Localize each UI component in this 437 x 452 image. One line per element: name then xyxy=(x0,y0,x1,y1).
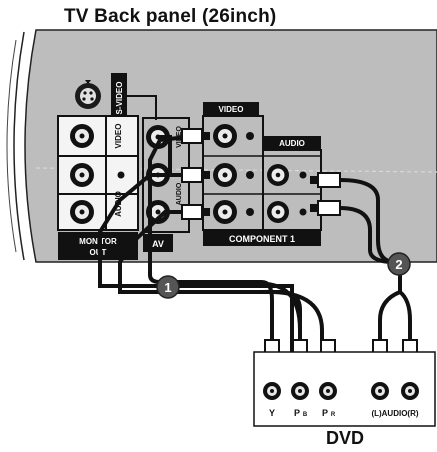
dvd-audio-r-jack xyxy=(401,382,419,400)
svideo-label-box xyxy=(111,73,127,123)
step-badge-2-number: 2 xyxy=(395,257,402,272)
dvd-audio-l-jack xyxy=(371,382,389,400)
dvd-pr-jack xyxy=(319,382,337,400)
component-audio-r-jack xyxy=(267,201,289,223)
monitor-video-label: VIDEO xyxy=(114,124,123,149)
component-block: VIDEO AUDIO xyxy=(202,102,322,246)
step-badge-2: 2 xyxy=(387,252,411,276)
monitor-audio-l-jack xyxy=(70,163,94,187)
av-audio-label: AUDIO xyxy=(176,182,183,205)
svideo-port xyxy=(75,80,101,109)
step-badge-1: 1 xyxy=(156,275,180,299)
dvd-pr-label: P xyxy=(322,408,328,418)
diagram-title: TV Back panel (26inch) xyxy=(64,6,277,27)
component-audio-l-jack xyxy=(267,164,289,186)
dvd-title: DVD xyxy=(326,428,365,448)
component-video-plugs xyxy=(181,128,210,220)
svideo-label: S-VIDEO xyxy=(115,82,124,115)
audio-cable-plugs xyxy=(310,172,341,216)
component-pb-jack xyxy=(213,163,237,187)
step-badge-1-number: 1 xyxy=(164,280,171,295)
dvd-y-label: Y xyxy=(269,408,275,418)
component-audio-label: AUDIO xyxy=(279,139,305,148)
component-pr-jack xyxy=(213,200,237,224)
component-label: COMPONENT 1 xyxy=(229,234,295,244)
dvd-pb-label: P xyxy=(294,408,300,418)
monitor-audio-r-jack xyxy=(70,200,94,224)
dvd-pr-sub-label: R xyxy=(331,412,336,418)
component-video-label: VIDEO xyxy=(219,105,244,114)
dvd-audio-label: (L)AUDIO(R) xyxy=(371,409,418,418)
dvd-y-jack xyxy=(263,382,281,400)
av-label: AV xyxy=(152,239,164,249)
dvd-pb-jack xyxy=(291,382,309,400)
dvd-panel: Y P B P R (L)AUDIO(R) xyxy=(253,351,436,427)
monitor-video-jack xyxy=(70,124,94,148)
component-y-jack xyxy=(213,124,237,148)
dvd-pb-sub-label: B xyxy=(303,412,308,418)
